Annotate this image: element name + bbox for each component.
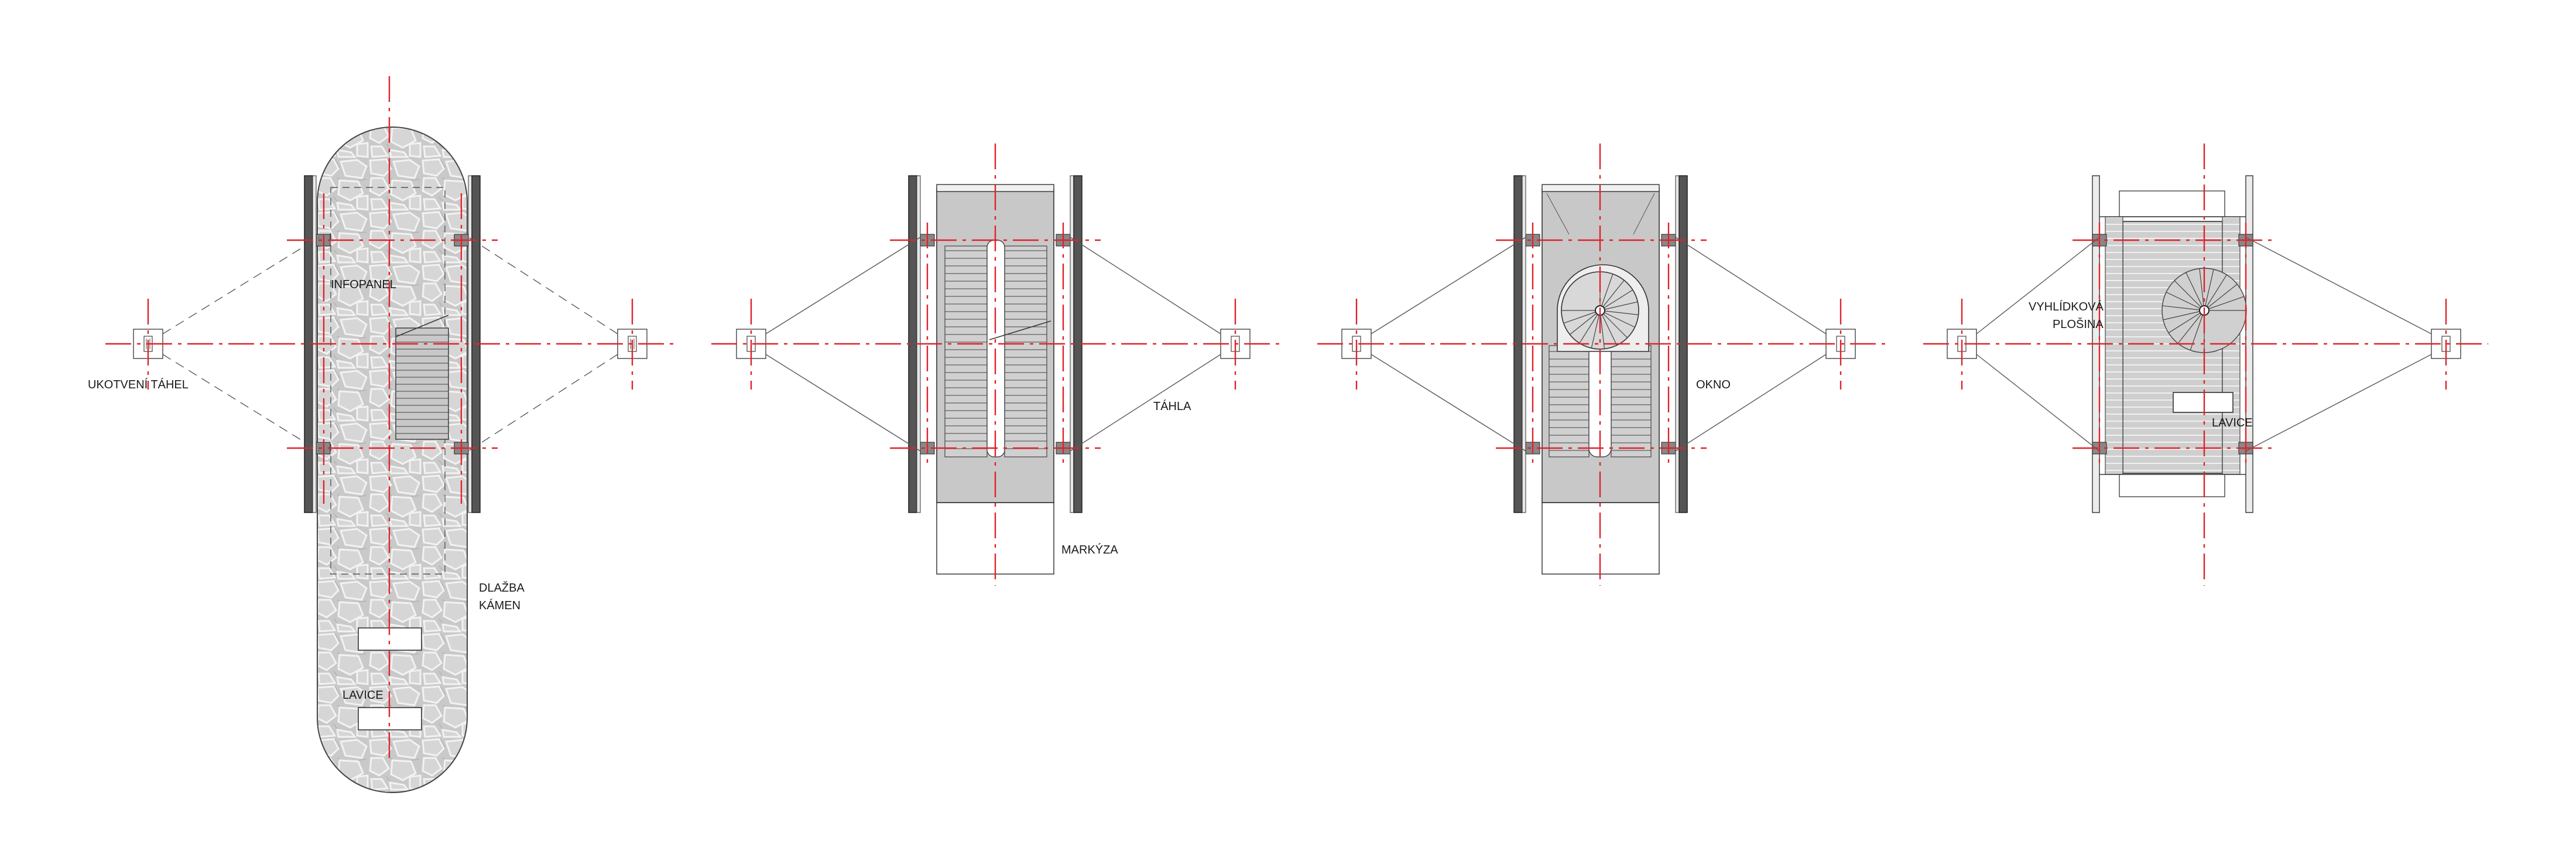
label-bench-plan-4: LAVICE: [2212, 416, 2253, 429]
stone-paving: [317, 127, 468, 793]
side-panel-right: [468, 175, 472, 513]
plan-3-second-level: OKNO: [1317, 144, 1885, 586]
plan-1-ground-level: UKOTVENÍ TÁHEL INFOPANEL DLAŽBA KÁMEN LA…: [88, 76, 673, 793]
label-tie-rods: TÁHLA: [1153, 399, 1191, 413]
bench-deck: [2173, 392, 2234, 413]
plan-4-observation-deck: VYHLÍDKOVÁ PLOŠINA LAVICE: [1923, 144, 2488, 586]
tie-rods-plan-4: [1976, 237, 2432, 452]
axes-plan-1: [105, 76, 673, 761]
stair-plan-1: [395, 315, 449, 440]
stair-plan-2: [944, 240, 1051, 457]
axes-plan-3: [1317, 144, 1885, 586]
tie-rods-plan-1: [162, 237, 618, 452]
tie-rods-plan-3: [1371, 237, 1827, 452]
tie-rods-plan-2: [765, 237, 1221, 452]
plan-2-first-level: TÁHLA MARKÝZA: [711, 144, 1279, 586]
label-platform: PLOŠINA: [2053, 317, 2104, 331]
label-anchor: UKOTVENÍ TÁHEL: [88, 378, 189, 391]
label-infopanel: INFOPANEL: [331, 278, 396, 291]
label-observation: VYHLÍDKOVÁ: [2029, 300, 2104, 313]
label-stone: KÁMEN: [479, 599, 520, 612]
axes-plan-2: [711, 144, 1279, 586]
axes-plan-4: [1923, 144, 2488, 586]
label-bench-plan-1: LAVICE: [342, 689, 383, 702]
label-paving: DLAŽBA: [479, 581, 525, 595]
label-window: OKNO: [1696, 378, 1731, 391]
label-awning: MARKÝZA: [1061, 543, 1118, 556]
spiral-stair-plan-3: [1557, 264, 1649, 352]
